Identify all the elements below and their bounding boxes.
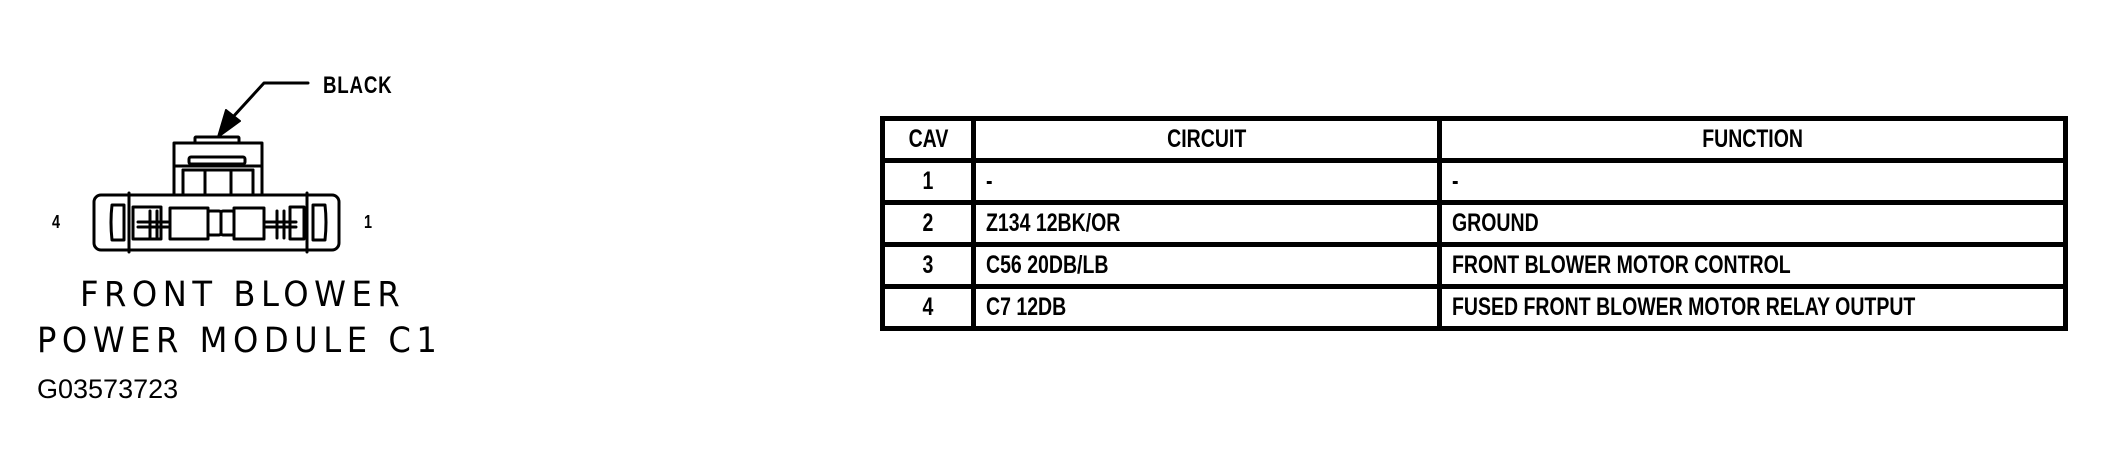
- table-row: 2 Z134 12BK/OR GROUND: [880, 200, 2068, 247]
- cell-circuit: C56 20DB/LB: [971, 242, 1442, 289]
- pinout-table: CAV CIRCUIT FUNCTION 1 - - 2 Z134 12BK/O…: [880, 116, 2068, 331]
- header-cav: CAV: [880, 116, 976, 163]
- cell-cav: 1: [880, 158, 976, 205]
- cell-cav: 4: [880, 284, 976, 331]
- cell-function: GROUND: [1437, 200, 2068, 247]
- cell-function: FUSED FRONT BLOWER MOTOR RELAY OUTPUT: [1437, 284, 2068, 331]
- cell-circuit: Z134 12BK/OR: [971, 200, 1442, 247]
- connector-body: [92, 193, 341, 252]
- header-circuit: CIRCUIT: [971, 116, 1442, 163]
- cell-function: -: [1437, 158, 2068, 205]
- cell-circuit: -: [971, 158, 1442, 205]
- table-row: 3 C56 20DB/LB FRONT BLOWER MOTOR CONTROL: [880, 242, 2068, 289]
- cell-function: FRONT BLOWER MOTOR CONTROL: [1437, 242, 2068, 289]
- leader-arrow-icon: [217, 81, 310, 138]
- cell-cav: 3: [880, 242, 976, 289]
- pin-4-label: 4: [52, 212, 61, 232]
- cell-cav: 2: [880, 200, 976, 247]
- pin-1-label: 1: [364, 212, 373, 232]
- header-function: FUNCTION: [1437, 116, 2068, 163]
- connector-title-line2: POWER MODULE C1: [37, 321, 443, 361]
- cell-circuit: C7 12DB: [971, 284, 1442, 331]
- wire-color-label: BLACK: [323, 72, 393, 99]
- connector-title-line1: FRONT BLOWER: [80, 275, 406, 315]
- figure-id: G03573723: [37, 374, 179, 404]
- table-row: 1 - -: [880, 158, 2068, 205]
- connector-diagram: [92, 81, 341, 254]
- table-header-row: CAV CIRCUIT FUNCTION: [880, 116, 2068, 163]
- table-row: 4 C7 12DB FUSED FRONT BLOWER MOTOR RELAY…: [880, 284, 2068, 331]
